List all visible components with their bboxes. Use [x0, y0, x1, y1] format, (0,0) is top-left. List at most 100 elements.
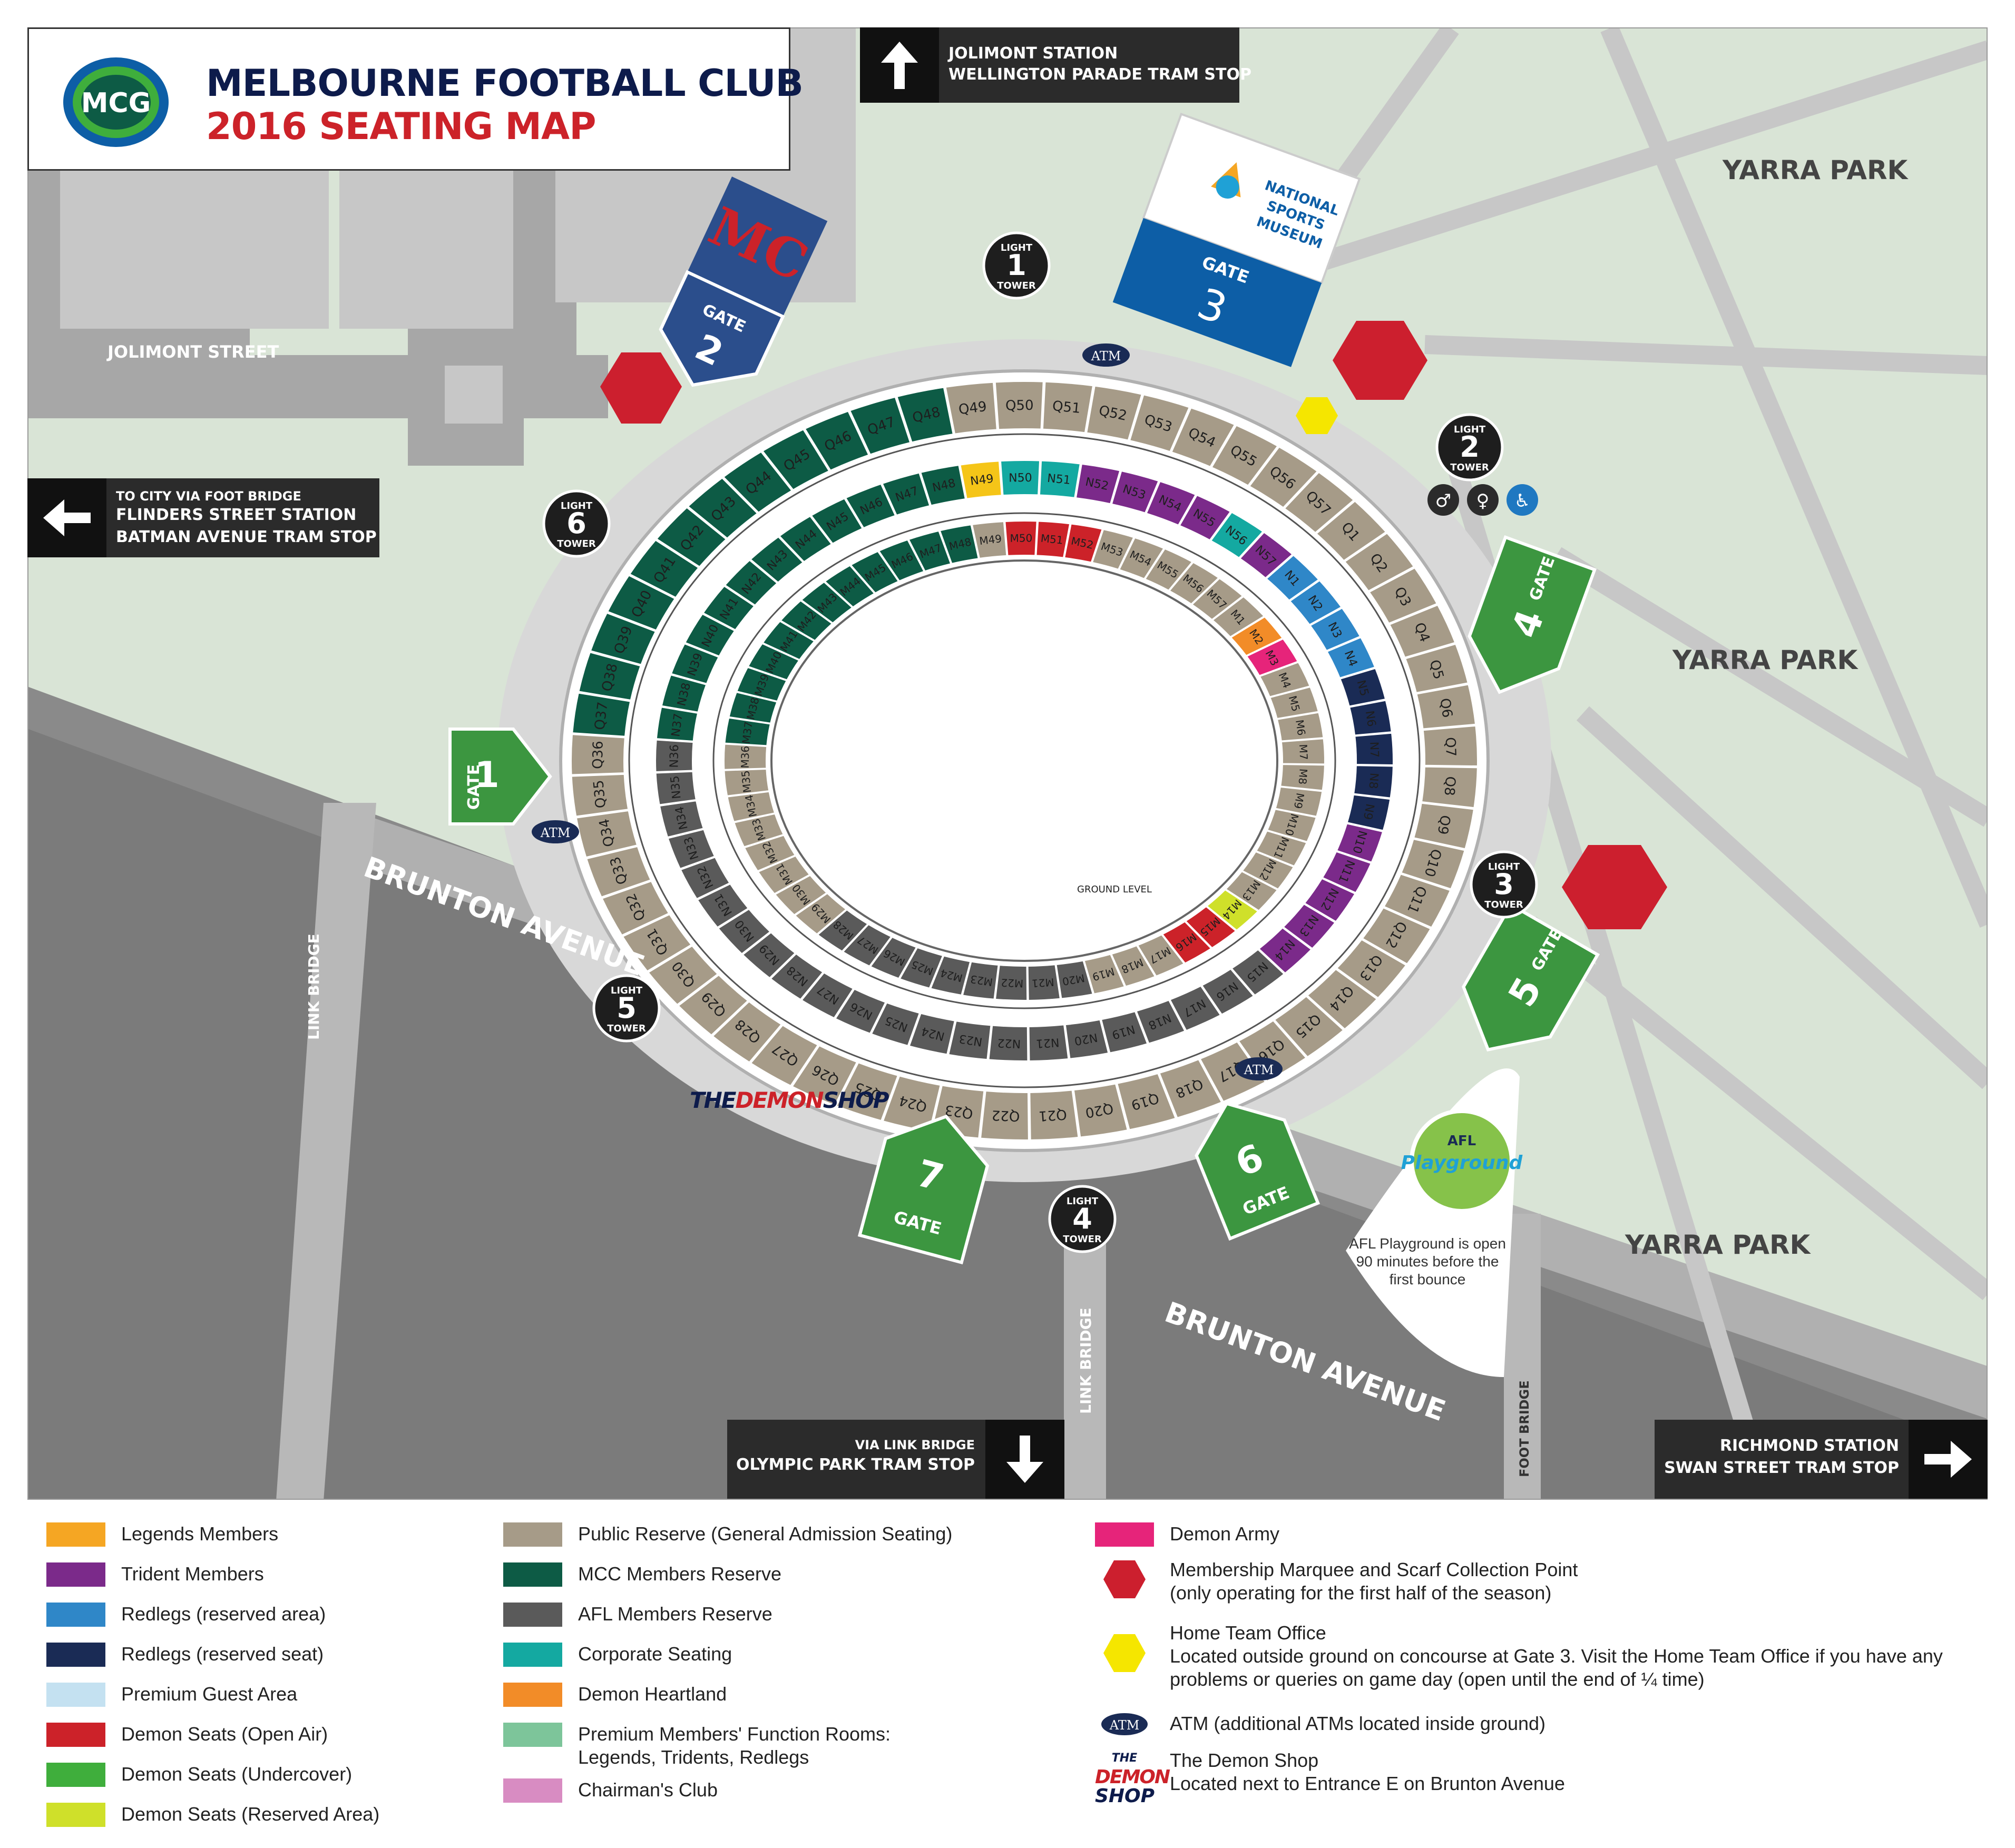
- legend-swatch: [46, 1763, 105, 1787]
- legend-swatch: [503, 1562, 562, 1587]
- seating-section: [717, 908, 771, 955]
- gate-3[interactable]: NATIONAL SPORTS MUSEUM GATE 3: [1112, 113, 1361, 367]
- section-label: M7: [1297, 744, 1310, 760]
- section-label: M51: [1040, 532, 1064, 547]
- seating-section: [1255, 830, 1308, 867]
- male-toilet-icon: [1427, 484, 1459, 516]
- playing-field: [770, 559, 1278, 962]
- seating-section: [684, 613, 736, 657]
- seating-section: [1169, 985, 1221, 1031]
- light-tower-label: 4: [1072, 1202, 1092, 1235]
- legend-item: Trident Members: [46, 1562, 264, 1587]
- seating-section: [869, 936, 917, 979]
- section-label: Q35: [591, 779, 609, 809]
- seating-section: [1388, 604, 1456, 658]
- seating-section: [1344, 532, 1415, 592]
- facility-icons: ♂ ♀ ♿: [1427, 484, 1538, 516]
- legend-label: Demon Seats (Undercover): [121, 1763, 353, 1785]
- section-label: Q49: [957, 399, 987, 418]
- legend-label: Legends Members: [121, 1523, 279, 1545]
- demon-shop-logo-the: THE: [1111, 1752, 1138, 1765]
- section-label: M50: [1010, 532, 1032, 544]
- gate-6[interactable]: 6 GATE: [1182, 1086, 1320, 1241]
- seating-section: [571, 773, 629, 817]
- gate-4[interactable]: 4 GATE: [1455, 535, 1597, 709]
- seating-section: [1336, 823, 1384, 863]
- seating-section: [1199, 1041, 1266, 1103]
- seating-section: [1368, 567, 1438, 624]
- section-label: Q50: [1005, 398, 1034, 414]
- legend-swatch: [46, 1683, 105, 1707]
- seating-section: [1027, 964, 1061, 1001]
- link-bridge-label: LINK BRIDGE: [1077, 1308, 1094, 1414]
- link-bridge-label: LINK BRIDGE: [305, 933, 322, 1040]
- demon-shop-demon: DEMON: [735, 1087, 824, 1113]
- legend-swatch: [46, 1562, 105, 1587]
- section-label: M21: [1031, 976, 1054, 990]
- seating-section: [1042, 381, 1094, 434]
- seating-section: [1266, 809, 1317, 842]
- seating-section: [762, 621, 815, 661]
- gate-2[interactable]: GATE 2 MC: [645, 176, 828, 407]
- legend-label: Trident Members: [121, 1563, 264, 1585]
- legend-label: The Demon Shop: [1170, 1749, 1319, 1771]
- seating-section: [1118, 537, 1165, 579]
- section-label: Q22: [991, 1107, 1020, 1124]
- section-label: M8: [1296, 768, 1310, 785]
- demon-shop-logo-shop: SHOP: [1095, 1785, 1155, 1807]
- playground-note-line: 90 minutes before the: [1356, 1253, 1499, 1270]
- legend-swatch: [503, 1603, 562, 1627]
- seating-section: [817, 909, 869, 952]
- seating-section: [778, 515, 833, 563]
- seating-section: [1275, 786, 1323, 817]
- seating-section: [1309, 607, 1361, 652]
- direction-south-line1: OLYMPIC PARK TRAM STOP: [736, 1456, 975, 1474]
- gate-1[interactable]: 1 GATE: [448, 728, 552, 825]
- seating-section: [655, 739, 694, 772]
- section-label: M9: [1292, 792, 1307, 810]
- seating-section: [1422, 725, 1478, 767]
- light-tower-label: TOWER: [607, 1023, 646, 1034]
- section-label: N50: [1009, 471, 1032, 485]
- seating-section: [962, 961, 999, 1000]
- seating-section: [1035, 520, 1071, 558]
- seating-section: [1336, 939, 1407, 999]
- light-tower-label: TOWER: [1484, 899, 1523, 910]
- foot-bridge-label: FOOT BRIDGE: [1517, 1380, 1532, 1477]
- seating-section: [1168, 562, 1220, 605]
- seating-section: [727, 791, 776, 822]
- seating-section: [697, 883, 749, 928]
- direction-south: VIA LINK BRIDGE OLYMPIC PARK TRAM STOP: [727, 1420, 1064, 1499]
- seating-section: [1238, 1020, 1307, 1082]
- seating-section: [661, 674, 707, 713]
- seating-section: [882, 472, 931, 516]
- seating-section: [1146, 480, 1197, 526]
- seating-section: [1280, 764, 1325, 791]
- playground-note-line: AFL Playground is open: [1349, 1235, 1506, 1252]
- legend-label: Public Reserve (General Admission Seatin…: [578, 1523, 953, 1545]
- title-box: MCG MELBOURNE FOOTBALL CLUB 2016 SEATING…: [27, 27, 804, 171]
- seating-section: [571, 734, 625, 775]
- seating-section: [810, 498, 864, 544]
- seating-section: [702, 585, 755, 631]
- seating-section: [994, 381, 1044, 430]
- marquee-hexagon: [1333, 321, 1427, 400]
- legend-label: Demon Army: [1170, 1523, 1280, 1545]
- section-label: Q9: [1434, 814, 1453, 836]
- legend-item: Premium Members' Function Rooms:Legends,…: [503, 1723, 891, 1769]
- legend-swatch: [503, 1522, 562, 1547]
- legend-item-marquee: Membership Marquee and Scarf Collection …: [1095, 1558, 1578, 1605]
- seating-section: [988, 1025, 1029, 1061]
- seating-section: [733, 813, 785, 848]
- seating-section: [835, 988, 886, 1034]
- seating-section: [1159, 1058, 1222, 1118]
- seating-section: [1039, 460, 1081, 498]
- gate-7[interactable]: 7 GATE: [857, 1103, 997, 1265]
- seating-section: [712, 1001, 782, 1063]
- seating-section: [960, 460, 1002, 499]
- park-paths: [1290, 28, 1987, 1499]
- yarra-park-label: YARRA PARK: [1723, 155, 1908, 185]
